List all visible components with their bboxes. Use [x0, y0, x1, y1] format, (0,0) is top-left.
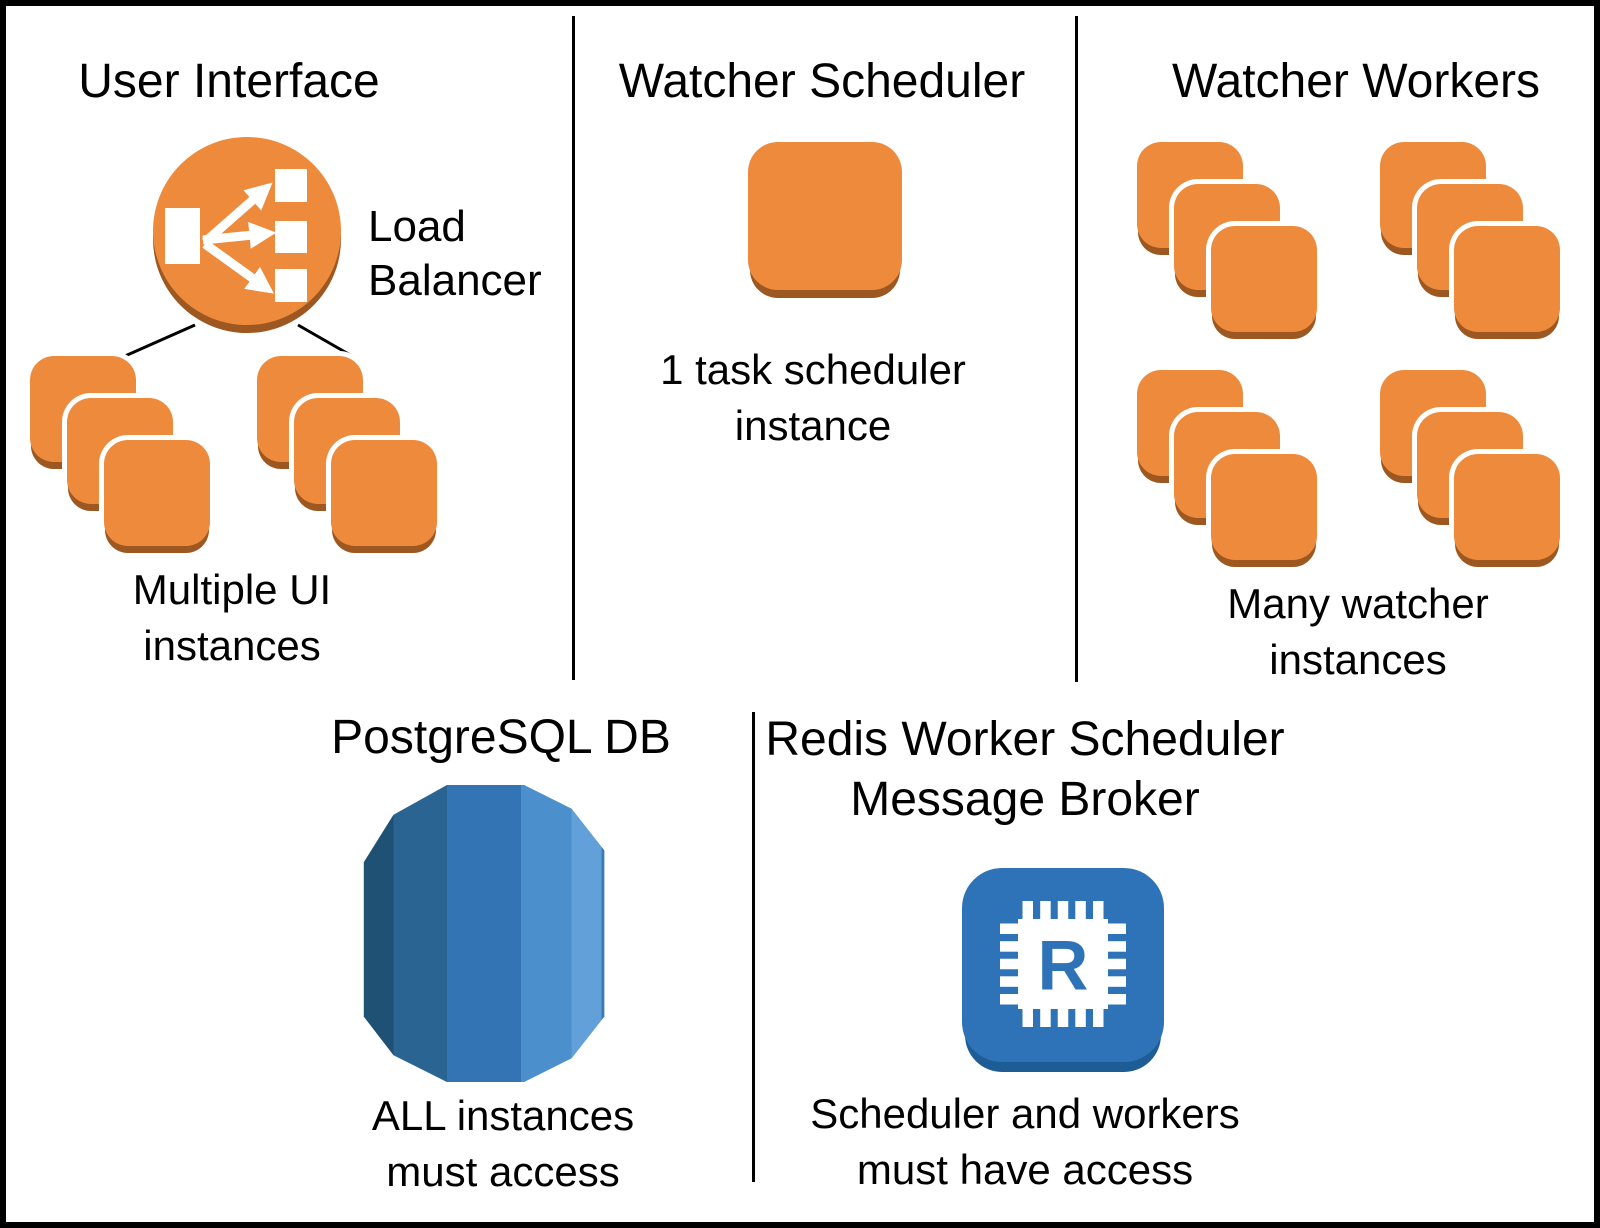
instance-square — [104, 440, 210, 546]
caption-line2: must access — [386, 1148, 620, 1195]
caption-task-scheduler-instance: 1 task scheduler instance — [598, 342, 1028, 454]
worker-stack-bottom-right — [1380, 370, 1567, 568]
load-balancer-icon — [153, 137, 341, 333]
caption-line1: Scheduler and workers — [810, 1090, 1240, 1137]
divider-ui-scheduler — [572, 16, 575, 680]
caption-line2: instances — [1269, 636, 1447, 683]
caption-many-watcher-instances: Many watcher instances — [1143, 576, 1573, 688]
caption-all-instances-access: ALL instances must access — [283, 1088, 723, 1200]
caption-line2: instance — [734, 402, 892, 449]
load-balancer-label-line2: Balancer — [368, 256, 542, 305]
postgresql-db-icon — [363, 785, 605, 1082]
scheduler-instance-square — [748, 142, 902, 290]
ui-instance-stack-right — [257, 356, 444, 554]
title-line2: Message Broker — [850, 773, 1200, 826]
caption-line1: Multiple UI — [132, 566, 332, 613]
ui-instance-stack-left — [30, 356, 217, 554]
caption-line1: Many watcher — [1227, 580, 1489, 627]
title-line1: Redis Worker Scheduler — [765, 713, 1285, 766]
worker-stack-bottom-left — [1137, 370, 1324, 568]
caption-multiple-ui-instances: Multiple UI instances — [32, 562, 432, 674]
caption-line1: 1 task scheduler — [660, 346, 966, 393]
caption-line2: instances — [143, 622, 321, 669]
panel-title-redis-broker: Redis Worker Scheduler Message Broker — [735, 710, 1315, 830]
caption-line2: must have access — [856, 1146, 1194, 1193]
panel-title-user-interface: User Interface — [78, 55, 380, 108]
instance-square — [1454, 454, 1560, 560]
panel-title-postgresql: PostgreSQL DB — [331, 711, 671, 764]
divider-postgres-redis — [752, 712, 755, 1182]
load-balancer-label: Load Balancer — [368, 200, 542, 308]
panel-title-watcher-scheduler: Watcher Scheduler — [618, 55, 1026, 108]
worker-stack-top-left — [1137, 142, 1324, 340]
instance-square — [331, 440, 437, 546]
redis-icon: R — [962, 868, 1164, 1062]
instance-square — [1211, 454, 1317, 560]
load-balancer-label-line1: Load — [368, 202, 466, 251]
caption-scheduler-workers-access: Scheduler and workers must have access — [755, 1086, 1295, 1198]
worker-stack-top-right — [1380, 142, 1567, 340]
divider-scheduler-workers — [1075, 16, 1078, 682]
caption-line1: ALL instances — [371, 1092, 635, 1139]
instance-square — [1454, 226, 1560, 332]
chip-icon: R — [1000, 901, 1126, 1027]
panel-title-watcher-workers: Watcher Workers — [1171, 55, 1541, 108]
redis-letter: R — [1038, 926, 1089, 1005]
instance-square — [1211, 226, 1317, 332]
